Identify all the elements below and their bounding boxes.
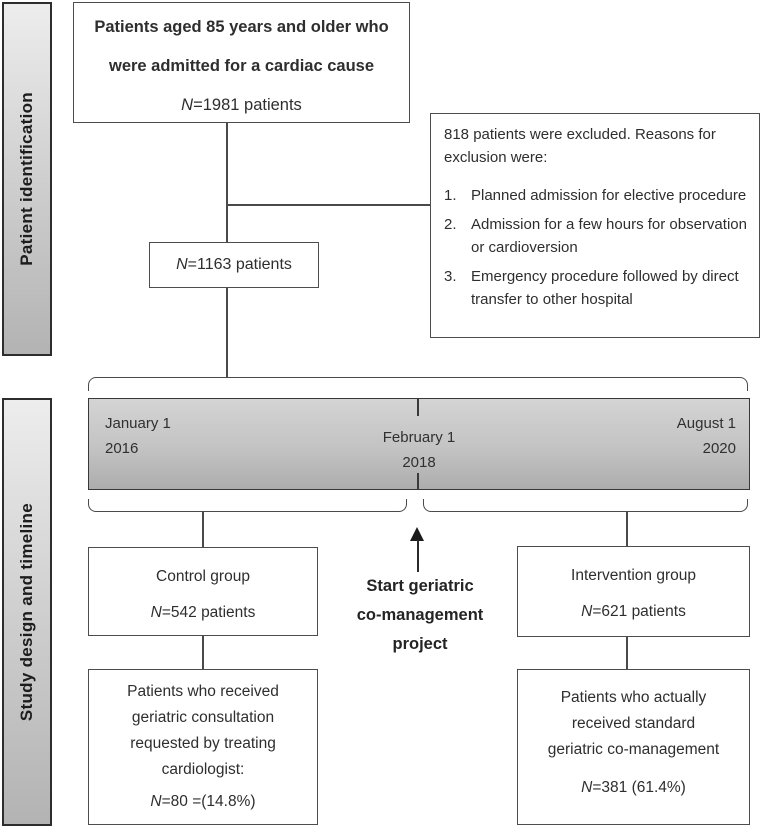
exclusion-reason-1: 1. Planned admission for elective proced… — [444, 184, 747, 207]
reason-text: Admission for a few hours for observatio… — [471, 216, 747, 256]
exclusion-reason-3: 3. Emergency procedure followed by direc… — [444, 265, 747, 311]
start-label-line-3: project — [392, 635, 448, 653]
date-month: January 1 — [105, 415, 171, 432]
timeline-mid-tick-bottom — [417, 473, 419, 490]
control-outcome-line-1: Patients who received — [127, 683, 279, 700]
connector-control-to-outcome — [202, 636, 204, 670]
start-arrow-icon — [410, 527, 424, 541]
reason-text: Planned admission for elective procedure — [471, 187, 747, 204]
box-intervention-outcome: Patients who actually received standard … — [517, 669, 750, 825]
control-outcome-line-3: requested by treating — [130, 735, 276, 752]
intervention-outcome-line-1: Patients who actually — [560, 689, 707, 706]
eligible-n-count: N=1981 patients — [74, 86, 409, 125]
n-symbol: N — [150, 793, 162, 810]
n-value: =381 (61.4%) — [592, 779, 686, 796]
timeline-mid-tick-top — [417, 399, 419, 416]
date-year: 2018 — [402, 454, 436, 471]
reason-number: 2. — [444, 216, 457, 233]
intervention-group-n: N=621 patients — [518, 594, 749, 630]
control-group-title: Control group — [156, 568, 250, 585]
n-symbol: N — [150, 604, 162, 621]
intervention-outcome-line-2: received standard — [571, 715, 696, 732]
n-value: =1163 patients — [187, 256, 292, 273]
reason-text: Emergency procedure followed by direct t… — [471, 268, 739, 308]
box-control-group: Control group N=542 patients — [88, 547, 318, 636]
connector-to-exclusion-box — [226, 204, 431, 206]
n-symbol: N — [176, 256, 188, 273]
box-intervention-group: Intervention group N=621 patients — [517, 546, 750, 637]
section-label-patient-identification: Patient identification — [17, 92, 36, 266]
start-label-line-1: Start geriatric — [366, 577, 474, 595]
included-n-count: N=1163 patients — [176, 256, 292, 274]
intervention-group-title: Intervention group — [571, 567, 696, 584]
intervention-period-bracket — [423, 499, 748, 512]
n-value: =621 patients — [592, 603, 686, 620]
section-bar-patient-identification: Patient identification — [2, 2, 52, 356]
eligible-line-2: were admitted for a cardiac cause — [108, 57, 375, 75]
timeline-date-end: August 1 2020 — [677, 411, 736, 461]
start-project-label: Start geriatric co-management project — [325, 572, 515, 659]
control-outcome-line-2: geriatric consultation — [131, 709, 275, 726]
section-bar-study-design: Study design and timeline — [2, 398, 52, 826]
box-excluded-patients: 818 patients were excluded. Reasons for … — [430, 113, 760, 338]
timeline-bar: January 1 2016 February 1 2018 August 1 … — [88, 398, 750, 490]
timeline-top-bracket — [88, 377, 748, 391]
box-control-outcome: Patients who received geriatric consulta… — [88, 669, 318, 825]
reason-number: 3. — [444, 268, 457, 285]
control-period-bracket — [88, 499, 407, 512]
date-year: 2020 — [702, 440, 736, 457]
eligible-line-1: Patients aged 85 years and older who — [94, 18, 389, 36]
n-value: =80 =(14.8%) — [161, 793, 256, 810]
connector-bracket-to-intervention — [626, 511, 628, 547]
n-value: =1981 patients — [193, 96, 302, 114]
intervention-outcome-n: N=381 (61.4%) — [518, 775, 749, 801]
intervention-outcome-line-3: geriatric co-management — [547, 741, 720, 758]
reason-number: 1. — [444, 187, 457, 204]
start-arrow-shaft — [417, 540, 419, 572]
date-month: February 1 — [382, 429, 456, 446]
box-eligible-patients: Patients aged 85 years and older who wer… — [73, 2, 410, 123]
n-value: =542 patients — [161, 604, 256, 621]
start-label-line-2: co-management — [356, 606, 484, 624]
n-symbol: N — [581, 603, 593, 620]
n-symbol: N — [181, 96, 194, 114]
control-outcome-n: N=80 =(14.8%) — [89, 789, 317, 815]
timeline-date-mid: February 1 2018 — [89, 425, 749, 475]
control-group-n: N=542 patients — [89, 595, 317, 631]
control-outcome-line-4: cardiologist: — [161, 761, 245, 778]
connector-bracket-to-control — [202, 511, 204, 548]
section-label-study-design: Study design and timeline — [17, 502, 36, 722]
connector-intervention-to-outcome — [626, 637, 628, 670]
n-symbol: N — [581, 779, 593, 796]
exclusion-reason-2: 2. Admission for a few hours for observa… — [444, 213, 747, 259]
exclusion-intro: 818 patients were excluded. Reasons for … — [444, 126, 716, 166]
box-included-patients: N=1163 patients — [149, 242, 319, 288]
date-month: August 1 — [676, 415, 736, 432]
date-year: 2016 — [105, 440, 139, 457]
timeline-date-start: January 1 2016 — [105, 411, 171, 461]
